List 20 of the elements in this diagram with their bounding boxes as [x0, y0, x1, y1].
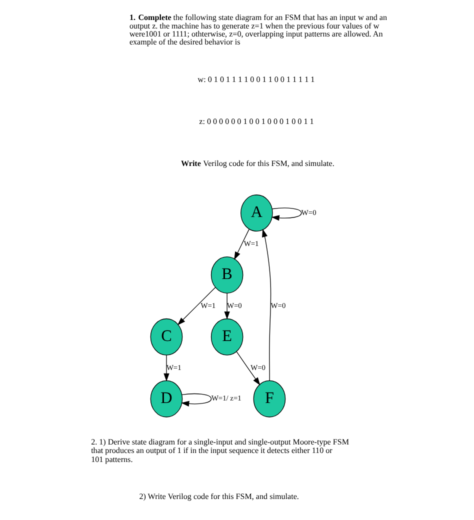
arrow: [224, 292, 230, 320]
node-ellipse: C: [150, 318, 182, 355]
edge-label: W=0: [270, 300, 286, 310]
arrow: [163, 354, 169, 381]
node-ellipse: A: [240, 194, 272, 232]
arrow: [176, 286, 216, 325]
node-ellipse: F: [252, 380, 286, 417]
node-ellipse: D: [150, 380, 182, 417]
node-ellipse: B: [210, 256, 243, 293]
edge-label: W=1: [243, 238, 258, 248]
edge-label: W=0: [300, 207, 316, 216]
edge-label: W=0: [250, 362, 265, 372]
arrow: [234, 228, 249, 260]
arrow: [236, 350, 260, 385]
edge-label: W=1/ z=1: [210, 393, 241, 402]
edge-label: W=1: [200, 300, 216, 310]
arrow: [270, 207, 302, 220]
node-ellipse: E: [210, 318, 243, 355]
arrow: [262, 228, 271, 380]
arrow: [180, 392, 212, 406]
